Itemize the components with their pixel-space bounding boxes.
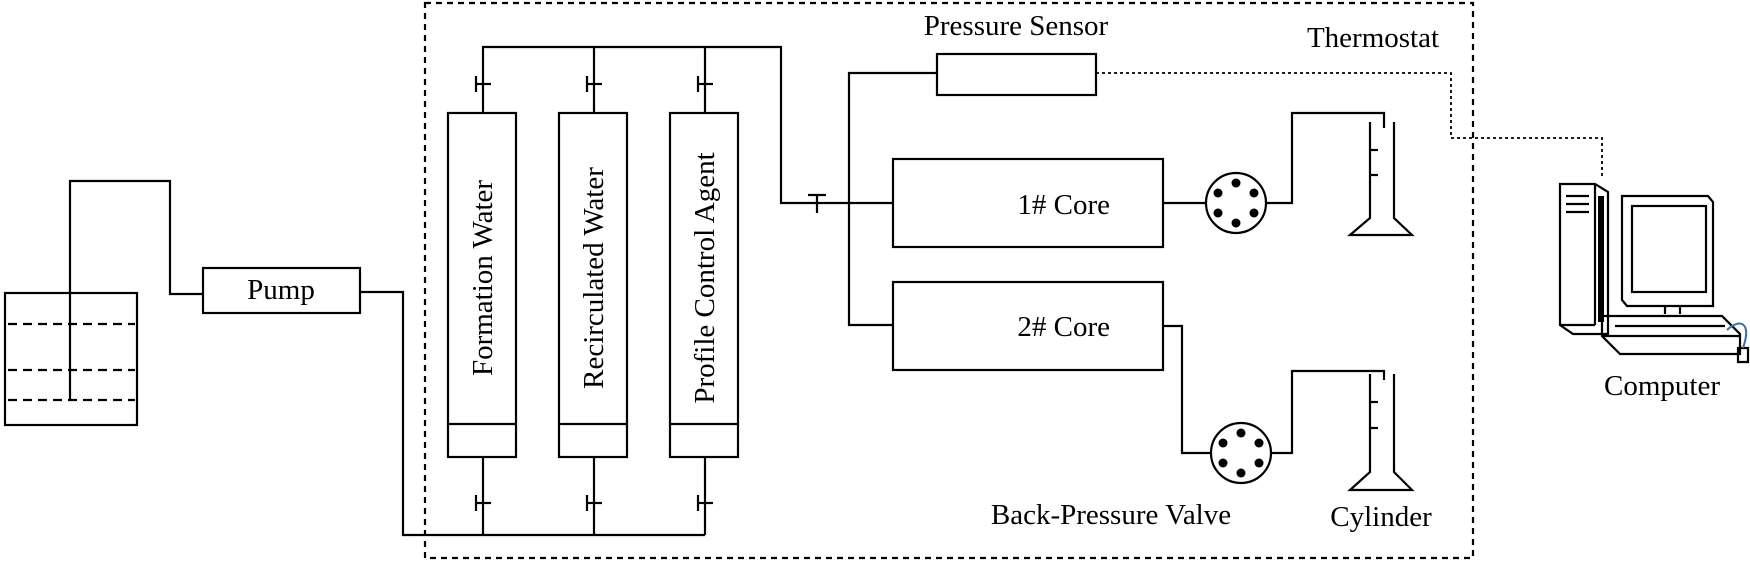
formation-water-container	[446, 111, 518, 459]
recirculated-water-label: Recirculated Water	[578, 167, 610, 389]
profile-control-agent-container	[668, 111, 740, 459]
signal-line	[1096, 72, 1603, 178]
computer-label: Computer	[1604, 370, 1720, 402]
back-pressure-valve-icon	[1204, 171, 1268, 235]
core-inlet-valve-icon	[808, 193, 826, 213]
pressure-sensor-box	[935, 52, 1098, 97]
desktop-computer-icon	[1558, 182, 1750, 364]
tank-to-pump-line	[68, 179, 203, 400]
back-pressure-valve-label: Back-Pressure Valve	[991, 499, 1231, 531]
profile-control-agent-label: Profile Control Agent	[689, 152, 721, 403]
recirculated-water-container	[557, 111, 629, 459]
core-2-label: 2# Core	[1017, 311, 1110, 343]
thermostat-label: Thermostat	[1307, 22, 1439, 54]
cylinder-label: Cylinder	[1330, 501, 1432, 533]
pump-label: Pump	[247, 274, 315, 306]
thermostat-enclosure	[423, 1, 1475, 560]
top-manifold-line	[481, 45, 893, 205]
pressure-sensor-label: Pressure Sensor	[924, 10, 1109, 42]
back-pressure-valve-icon	[1209, 421, 1273, 485]
pump-box	[201, 266, 362, 315]
distribution-line	[847, 71, 937, 327]
measuring-cylinder-icon	[1347, 122, 1415, 237]
container-inlet-valve-icon	[474, 76, 713, 92]
measuring-cylinder-icon	[1347, 374, 1415, 492]
core-1-label: 1# Core	[1017, 189, 1110, 221]
mouse-cable	[1726, 322, 1748, 349]
container-outlet-valve-icon	[474, 495, 713, 511]
pump-to-manifold-line	[360, 290, 705, 537]
formation-water-label: Formation Water	[467, 180, 499, 376]
